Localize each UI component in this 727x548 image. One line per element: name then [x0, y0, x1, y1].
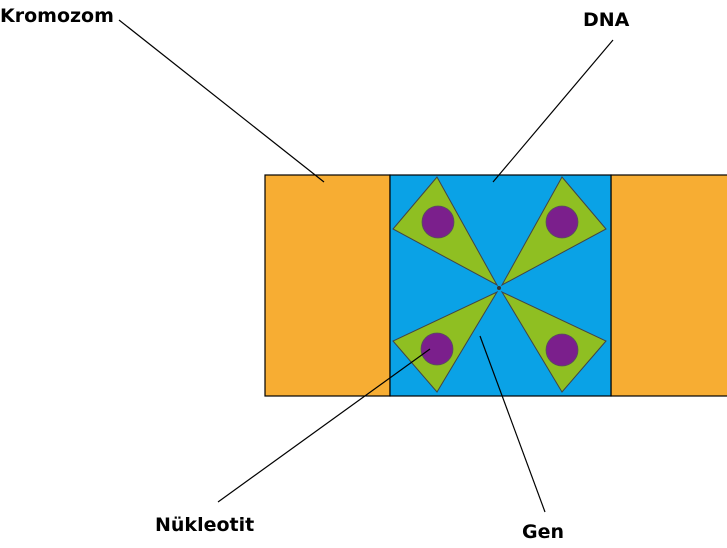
nucleotide-circle — [545, 205, 579, 239]
kromozom-label: Kromozom — [0, 5, 114, 27]
gen-leader-line — [479, 335, 546, 513]
nukleotit-leader-line — [217, 348, 431, 503]
center-point — [497, 286, 501, 290]
chromosome-right-section — [610, 174, 727, 397]
gen-label: Gen — [522, 521, 564, 543]
nucleotide-circle — [545, 333, 579, 367]
chromosome-left-section — [264, 174, 391, 397]
dna-label: DNA — [583, 9, 630, 31]
nukleotit-label: Nükleotit — [155, 514, 254, 536]
nucleotide-circle — [420, 332, 454, 366]
dna-leader-line — [492, 39, 614, 183]
kromozom-leader-line — [118, 19, 325, 183]
nucleotide-circle — [421, 205, 455, 239]
